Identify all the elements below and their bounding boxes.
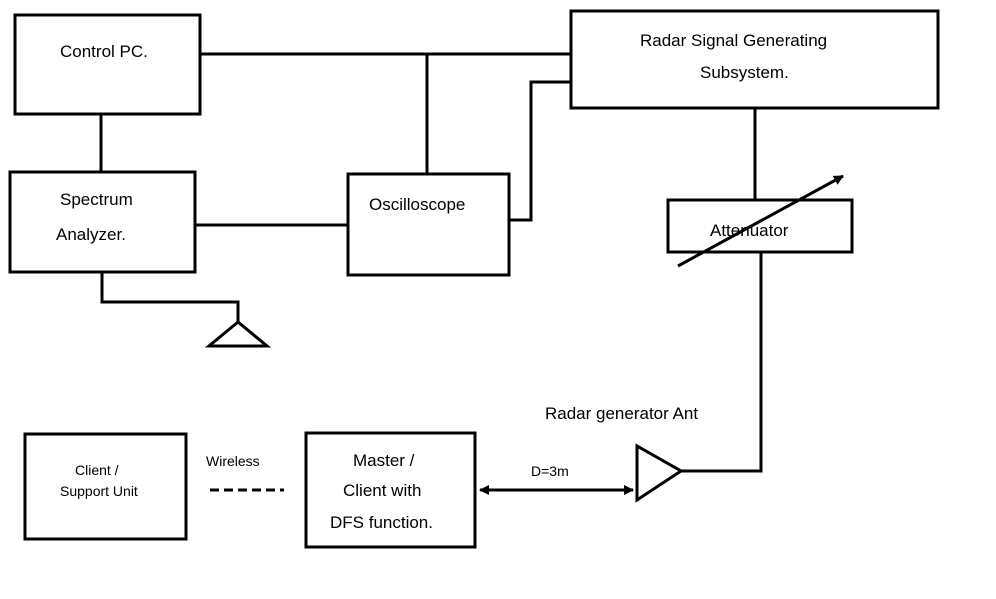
wireless-label: Wireless <box>206 453 260 469</box>
client-support-unit-block: Client / Support Unit <box>23 432 188 541</box>
radar-generating-label-line1: Radar Signal Generating <box>640 31 827 50</box>
spectrum-analyzer-label-line1: Spectrum <box>60 190 133 209</box>
variable-attenuator-arrow <box>677 174 844 268</box>
client-support-unit-label-line2: Support Unit <box>60 483 138 499</box>
client-support-unit-label-line1: Client / <box>75 462 119 478</box>
master-client-label-line2: Client with <box>343 481 421 500</box>
spectrum-analyzer-label-line2: Analyzer. <box>56 225 126 244</box>
wire-oscilloscope-to-radar <box>509 80 572 222</box>
attenuator-label: Attenuator <box>710 221 789 240</box>
distance-label: D=3m <box>531 463 569 479</box>
radar-generating-subsystem-block: Radar Signal Generating Subsystem. <box>569 9 940 110</box>
radar-generating-label-line2: Subsystem. <box>700 63 789 82</box>
control-pc-label: Control PC. <box>60 42 148 61</box>
radar-generator-antenna-label: Radar generator Ant <box>545 404 698 423</box>
oscilloscope-label: Oscilloscope <box>369 195 465 214</box>
receive-antenna-icon <box>204 320 272 348</box>
wire-attenuator-to-antenna <box>680 252 763 473</box>
oscilloscope-block: Oscilloscope <box>346 172 511 277</box>
control-pc-block: Control PC. <box>13 13 202 116</box>
master-client-label-line1: Master / <box>353 451 415 470</box>
attenuator-block: Attenuator <box>666 174 854 268</box>
connections <box>99 52 763 495</box>
wire-spectrum-to-antenna <box>100 272 240 322</box>
radar-generator-antenna-icon <box>635 443 684 503</box>
master-client-label-line3: DFS function. <box>330 513 433 532</box>
master-client-dfs-block: Master / Client with DFS function. <box>304 431 477 549</box>
spectrum-analyzer-block: Spectrum Analyzer. <box>8 170 197 274</box>
